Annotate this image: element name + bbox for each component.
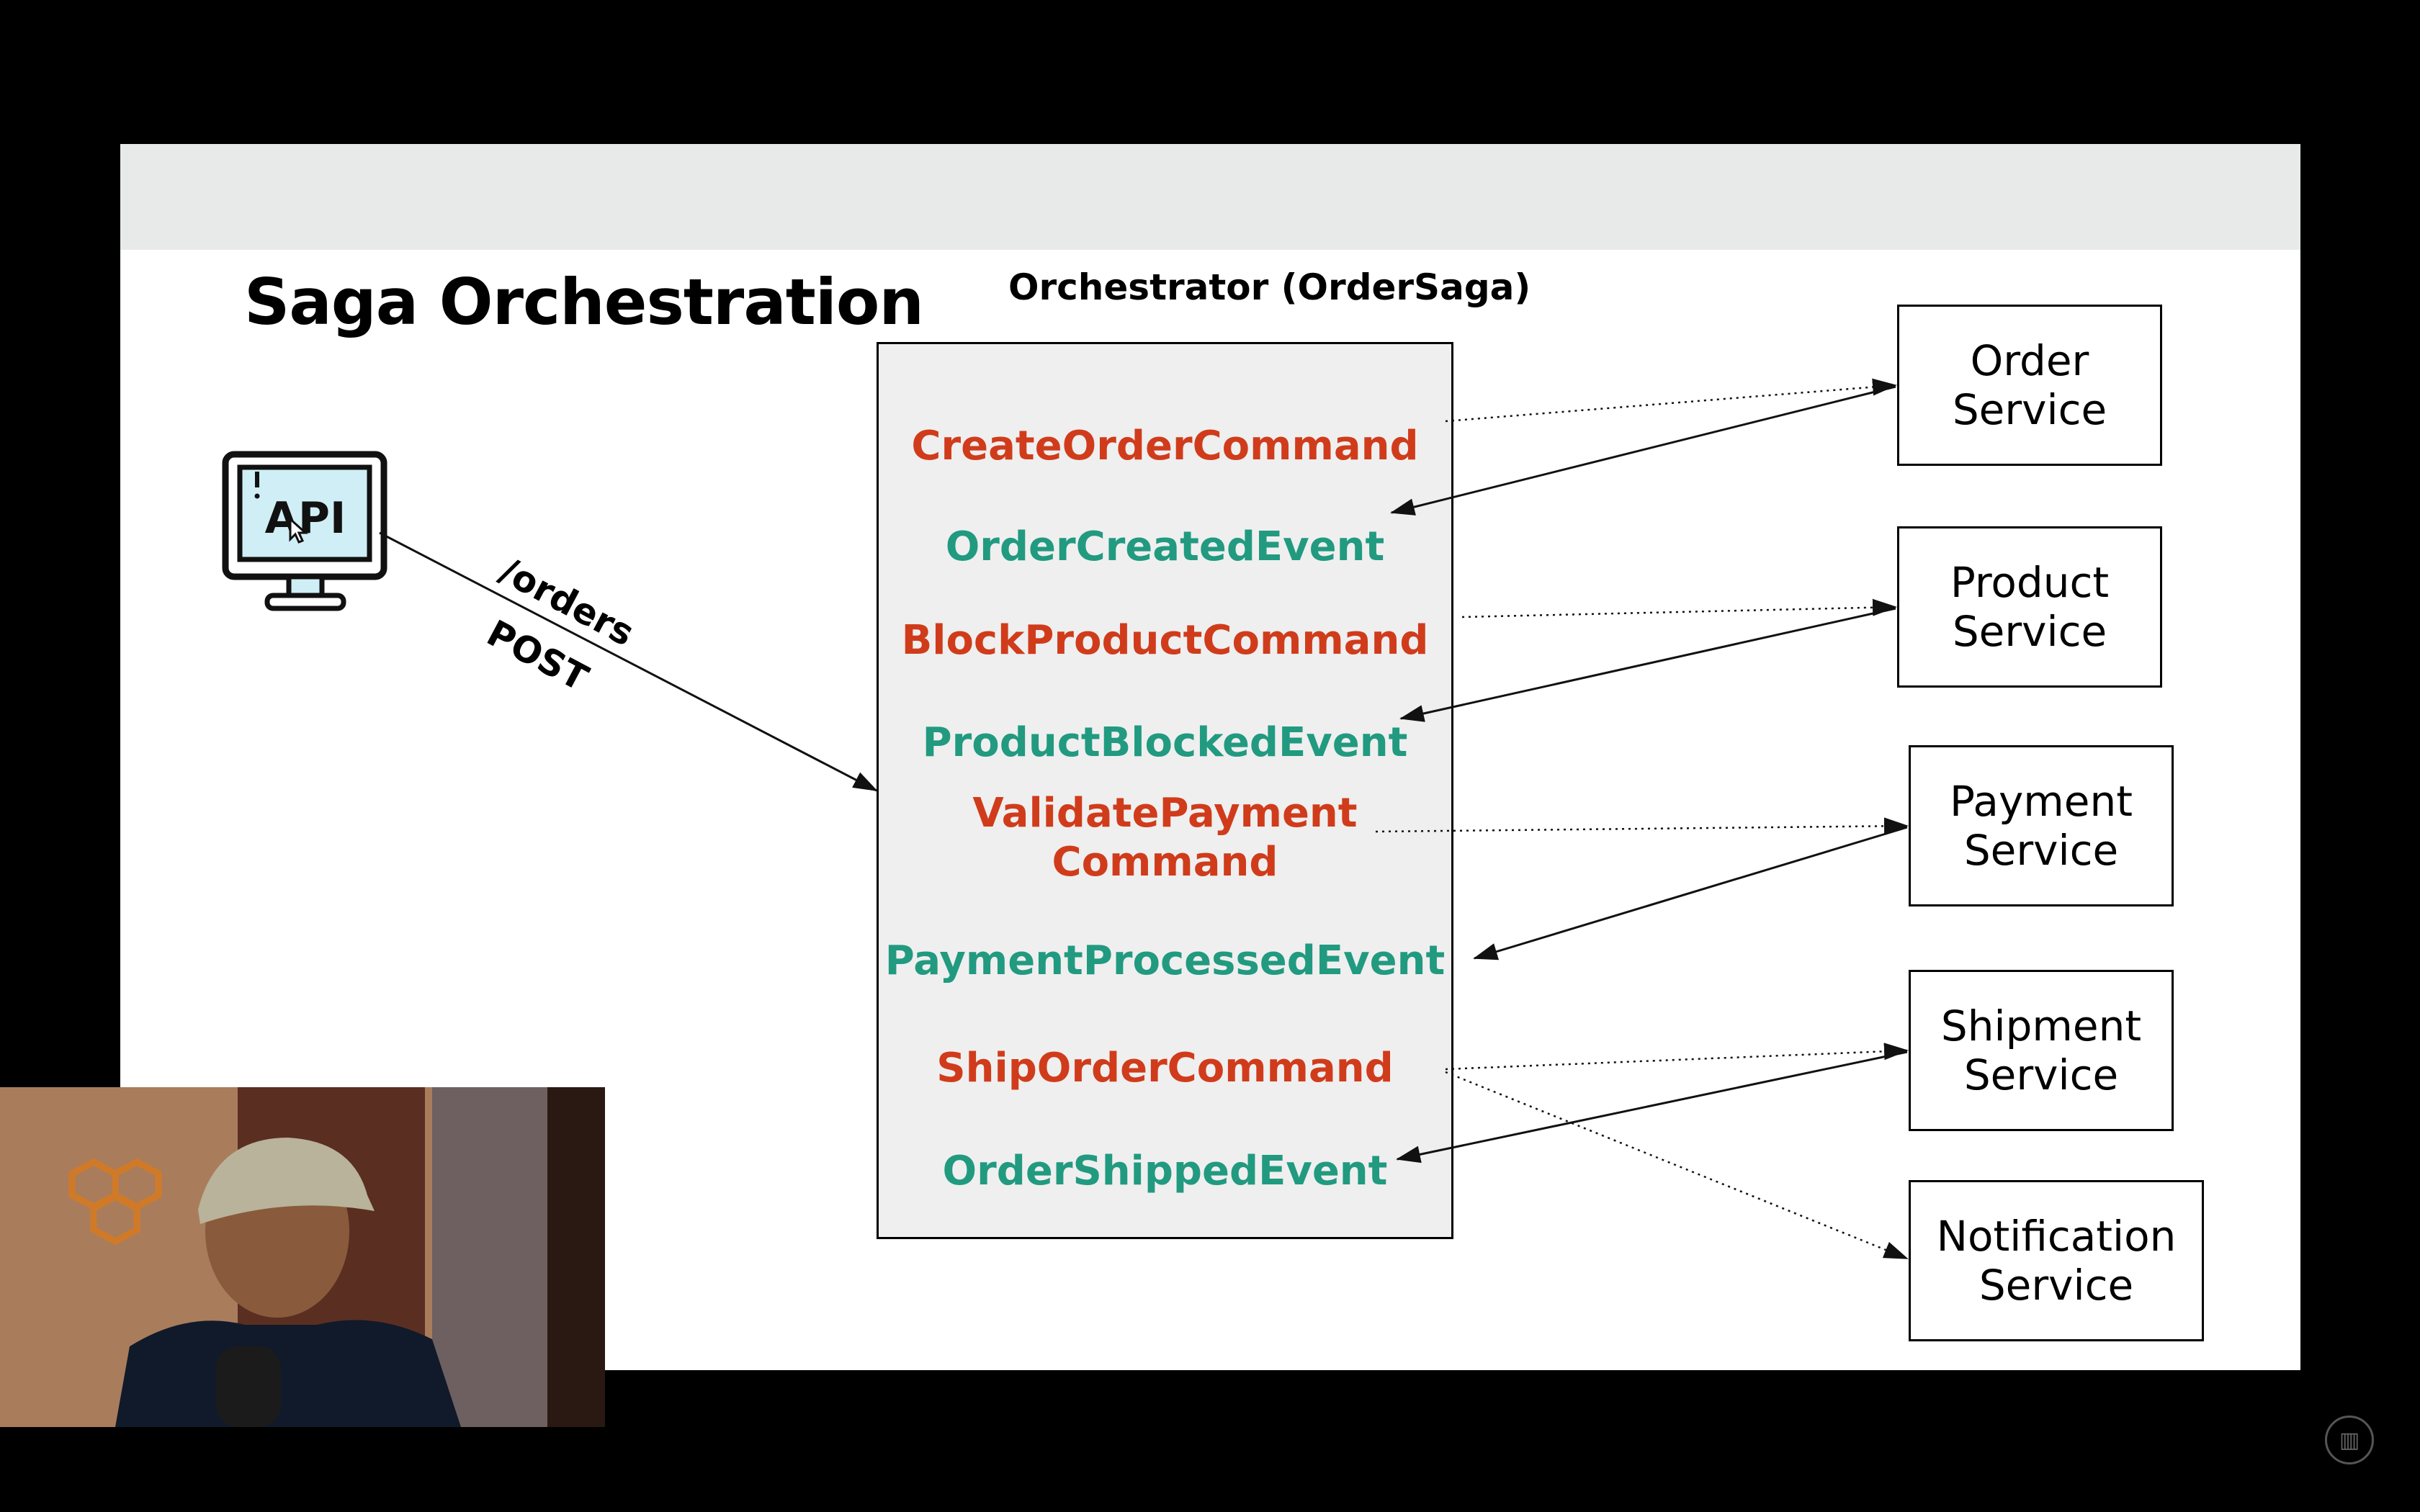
create-order-command: CreateOrderCommand: [911, 423, 1419, 469]
api-label: API: [265, 493, 346, 544]
product-blocked-event-arrow: [1399, 607, 1896, 722]
presenter-image: [0, 1087, 605, 1427]
webcam-overlay: [0, 1087, 605, 1427]
product-blocked-event: ProductBlockedEvent: [922, 719, 1408, 766]
payment-processed-event: PaymentProcessedEvent: [884, 937, 1446, 984]
service-name: Payment: [1950, 777, 2133, 826]
service-suffix: Service: [1952, 607, 2107, 656]
service-name: Shipment: [1940, 1002, 2142, 1050]
create-order-command-arrow: [1445, 378, 1897, 423]
payment-processed-event-arrow: [1473, 826, 1908, 960]
service-name: Notification: [1936, 1212, 2177, 1261]
slide-header-band: [120, 144, 2300, 250]
validate-payment-command-line2: Command: [1052, 839, 1278, 886]
channel-logo-icon: ▥: [2325, 1416, 2374, 1464]
arrows-layer: [379, 378, 1909, 1260]
order-shipped-event-arrow: [1396, 1050, 1908, 1164]
block-product-command: BlockProductCommand: [901, 617, 1429, 664]
order-created-event: OrderCreatedEvent: [945, 523, 1385, 570]
service-suffix: Service: [1952, 385, 2107, 434]
orchestrator-box: [877, 342, 1453, 1239]
post-orders-arrow: [379, 531, 878, 792]
computer-monitor-icon: API: [222, 451, 387, 611]
orchestrator-title: Orchestrator (OrderSaga): [1008, 266, 1531, 308]
ship-order-command: ShipOrderCommand: [936, 1045, 1394, 1092]
block-product-command-arrow: [1461, 598, 1897, 618]
service-suffix: Service: [1978, 1261, 2134, 1310]
validate-payment-command-line1: ValidatePayment: [972, 790, 1358, 837]
order-created-event-arrow: [1390, 385, 1896, 516]
service-name: Order: [1970, 336, 2089, 385]
service-name: Product: [1950, 558, 2110, 607]
service-suffix: Service: [1963, 826, 2119, 875]
mouse-cursor-icon: [289, 516, 308, 544]
service-suffix: Service: [1963, 1050, 2119, 1099]
notification-command-arrow: [1445, 1071, 1909, 1260]
slide-title: Saga Orchestration: [244, 265, 924, 339]
validate-payment-command-arrow: [1375, 817, 1909, 835]
order-shipped-event: OrderShippedEvent: [942, 1148, 1388, 1194]
